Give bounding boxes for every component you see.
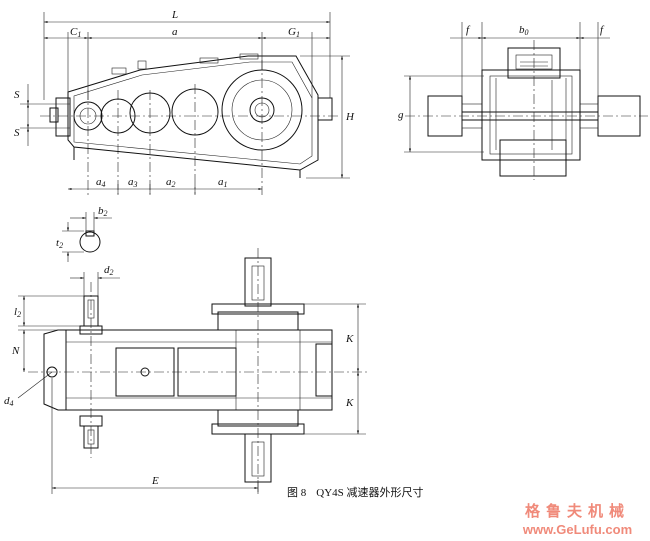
shaft-key-detail: b2 t2	[56, 205, 112, 262]
watermark: 格鲁夫机械 www.GeLufu.com	[510, 500, 645, 537]
dim-d4: d4	[4, 395, 14, 408]
watermark-name: 格鲁夫机械	[524, 502, 630, 520]
dim-E: E	[151, 475, 159, 487]
dim-S-top: S	[14, 89, 20, 101]
front-view: L C1 a G1 S S H a4 a3 a2 a1	[14, 9, 355, 195]
dim-S-bottom: S	[14, 127, 20, 139]
dim-b0: b0	[519, 24, 529, 37]
dim-L: L	[171, 9, 178, 21]
dim-K-bottom: K	[345, 397, 354, 409]
housing-outline	[67, 55, 319, 171]
figure-number: 图 8	[287, 487, 307, 499]
dim-K-top: K	[345, 333, 354, 345]
dim-b2: b2	[98, 205, 108, 218]
dim-G1: G1	[288, 26, 300, 39]
figure-title: QY4S 减速器外形尺寸	[316, 487, 424, 499]
dim-g: g	[398, 109, 404, 121]
figure-caption: 图 8 QY4S 减速器外形尺寸	[287, 484, 434, 500]
dim-C1: C1	[70, 26, 81, 39]
dim-a4: a4	[96, 176, 106, 189]
dim-N: N	[11, 345, 20, 357]
dim-H: H	[345, 111, 355, 123]
top-view: d4 d2 l2 N K K E	[4, 248, 370, 494]
dim-f-left: f	[466, 24, 471, 36]
dim-d2: d2	[104, 264, 114, 277]
dim-a: a	[172, 26, 178, 38]
dim-a1: a1	[218, 176, 228, 189]
side-housing	[481, 69, 581, 161]
dim-a3: a3	[128, 176, 138, 189]
side-view: f b0 f g	[398, 22, 648, 180]
dim-t2: t2	[56, 237, 63, 250]
watermark-url: www.GeLufu.com	[522, 522, 633, 537]
dim-a2: a2	[166, 176, 176, 189]
dim-f-right: f	[600, 24, 605, 36]
dim-l2: l2	[14, 306, 21, 319]
